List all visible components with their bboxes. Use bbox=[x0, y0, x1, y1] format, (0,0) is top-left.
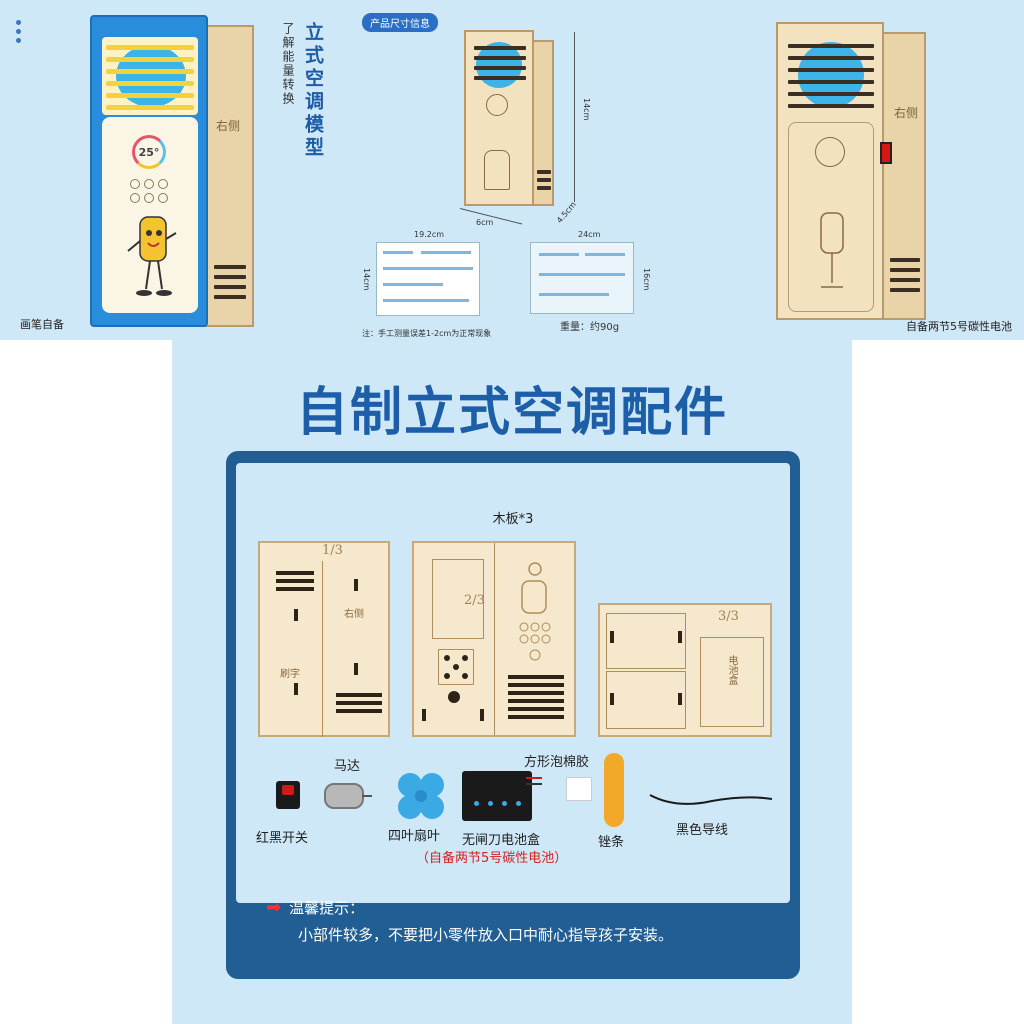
black-wire-icon bbox=[649, 794, 773, 805]
mascot-icon bbox=[127, 216, 177, 296]
width-dimension: 6cm bbox=[476, 218, 494, 227]
motor-icon bbox=[324, 783, 372, 809]
control-buttons bbox=[130, 179, 168, 203]
manual-width: 19.2cm bbox=[414, 230, 445, 239]
engraving-right: 右侧 bbox=[344, 609, 364, 620]
accessories-heading: 自制立式空调配件 bbox=[295, 383, 728, 443]
temperature-display: 25° bbox=[132, 135, 166, 169]
motor-label: 马达 bbox=[334, 759, 361, 774]
accessories-panel: 木板*3 1/3 右侧 刷字 bbox=[226, 451, 800, 979]
weight-text: 重量：约90g bbox=[560, 322, 620, 333]
caption-battery-note: 自备两节5号碳性电池 bbox=[906, 320, 1012, 333]
wire-label: 黑色导线 bbox=[676, 823, 729, 838]
manual-height: 14cm bbox=[362, 268, 371, 291]
package-height: 16cm bbox=[642, 268, 651, 291]
file-strip-label: 锉条 bbox=[598, 835, 625, 850]
engraved-mascot-icon bbox=[820, 212, 844, 288]
display-area: 25° bbox=[102, 117, 198, 313]
switch-label: 红黑开关 bbox=[256, 831, 309, 846]
unpainted-large-model-image: 右侧 bbox=[776, 22, 926, 320]
arrow-right-icon: ➡ bbox=[266, 897, 282, 918]
battery-note: （自备两节5号碳性电池） bbox=[416, 851, 568, 866]
accessories-photo: 木板*3 1/3 右侧 刷字 bbox=[236, 463, 790, 903]
boards-label: 木板*3 bbox=[492, 512, 534, 527]
engraving-brush: 刷字 bbox=[280, 669, 300, 680]
tips-body: 小部件较多，不要把小零件放入口中耐心指导孩子安装。 bbox=[298, 926, 674, 944]
fan-blade-icon bbox=[398, 773, 444, 819]
board-number-1: 1/3 bbox=[322, 543, 343, 558]
package-image bbox=[530, 242, 634, 314]
file-strip-icon bbox=[604, 753, 624, 827]
height-dimension: 14cm bbox=[582, 98, 591, 121]
painted-model-image: 右侧 25° bbox=[90, 15, 255, 327]
caption-pen-note: 画笔自备 bbox=[20, 318, 64, 331]
unpainted-model-image bbox=[464, 30, 534, 206]
model-side-panel: 右侧 bbox=[204, 25, 254, 327]
carousel-dots[interactable] bbox=[16, 20, 21, 47]
battery-box-label: 无闸刀电池盒 bbox=[462, 833, 541, 848]
engraving-battery-box: 电池盒 bbox=[726, 655, 737, 685]
switch-icon bbox=[276, 781, 300, 809]
warm-tips: ➡ 温馨提示： 小部件较多，不要把小零件放入口中耐心指导孩子安装。 bbox=[266, 897, 673, 945]
board-number-2: 2/3 bbox=[464, 593, 485, 608]
wood-board-1: 1/3 右侧 刷字 bbox=[258, 541, 390, 737]
depth-dimension: 4.5cm bbox=[555, 200, 578, 225]
product-title: 立式空调模型 bbox=[302, 22, 324, 160]
accessories-section: 自制立式空调配件 木板*3 1/3 右侧 刷字 bbox=[172, 340, 852, 1024]
model-front-panel: 25° bbox=[90, 15, 208, 327]
side-engraving-2: 右侧 bbox=[894, 106, 919, 120]
engraved-mascot-icon-2 bbox=[519, 562, 551, 661]
top-banner: 右侧 25° bbox=[0, 0, 1024, 340]
measurement-note: 注：手工测量误差1-2cm为正常现象 bbox=[362, 329, 492, 338]
red-switch-icon bbox=[880, 142, 892, 164]
foam-tape-label: 方形泡棉胶 bbox=[524, 755, 590, 770]
vent-grille bbox=[102, 37, 198, 115]
manual-sheet-image bbox=[376, 242, 480, 316]
foam-tape-icon bbox=[566, 777, 592, 801]
info-label-badge: 产品尺寸信息 bbox=[362, 13, 438, 32]
fan-label: 四叶扇叶 bbox=[388, 829, 441, 844]
battery-box-icon bbox=[462, 771, 542, 821]
dimension-info-panel: 产品尺寸信息 14cm 6cm 4.5cm 19.2cm bbox=[354, 10, 770, 340]
package-width: 24cm bbox=[578, 230, 601, 239]
side-engraving: 右侧 bbox=[216, 119, 241, 133]
product-subtitle: 了解能量转换 bbox=[281, 22, 295, 106]
board-number-3: 3/3 bbox=[718, 609, 739, 624]
wood-board-2: 2/3 bbox=[412, 541, 576, 737]
tips-title: 温馨提示： bbox=[289, 899, 365, 917]
wood-board-3: 3/3 电池盒 bbox=[598, 603, 772, 737]
